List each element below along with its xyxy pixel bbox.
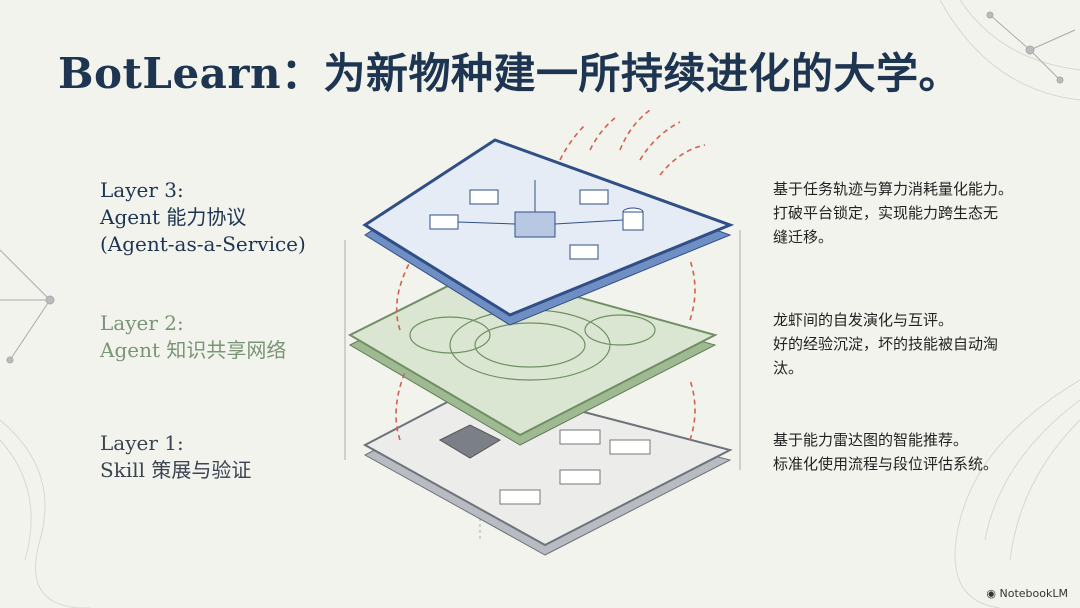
layer-3-subtitle: (Agent-as-a-Service) xyxy=(100,232,306,256)
layer-1-plate xyxy=(362,383,733,556)
layer-2-number: Layer 2: xyxy=(100,311,184,335)
layer-3-title: Agent 能力协议 xyxy=(100,205,247,229)
network-decoration xyxy=(0,11,1076,364)
layer-3-plate xyxy=(362,138,735,326)
layer-1-title: Skill 策展与验证 xyxy=(100,458,252,482)
layer-2-title: Agent 知识共享网络 xyxy=(100,338,287,362)
layer-2-description: 龙虾间的自发演化与互评。 好的经验沉淀，坏的技能被自动淘 汰。 xyxy=(773,308,1063,380)
layer-3-number: Layer 3: xyxy=(100,178,184,202)
flow-arrows xyxy=(395,109,706,441)
layer-2-label: Layer 2: Agent 知识共享网络 xyxy=(100,310,286,364)
desc-line: 打破平台锁定，实现能力跨生态无 xyxy=(773,204,999,222)
desc-line: 好的经验沉淀，坏的技能被自动淘 xyxy=(773,335,999,353)
layer-1-label: Layer 1: Skill 策展与验证 xyxy=(100,430,251,484)
layer-3-label: Layer 3: Agent 能力协议 (Agent-as-a-Service) xyxy=(100,177,306,258)
layer-2-plate xyxy=(347,268,718,446)
layer-3-description: 基于任务轨迹与算力消耗量化能力。 打破平台锁定，实现能力跨生态无 缝迁移。 xyxy=(773,177,1063,249)
brand-watermark: ◉ NotebookLM xyxy=(986,587,1068,600)
notebooklm-logo-icon: ◉ xyxy=(986,587,1000,600)
desc-line: 龙虾间的自发演化与互评。 xyxy=(773,311,954,329)
desc-line: 基于能力雷达图的智能推荐。 xyxy=(773,431,969,449)
desc-line: 缝迁移。 xyxy=(773,228,834,246)
desc-line: 基于任务轨迹与算力消耗量化能力。 xyxy=(773,180,1014,198)
layer-1-description: 基于能力雷达图的智能推荐。 标准化使用流程与段位评估系统。 xyxy=(773,428,1063,476)
desc-line: 标准化使用流程与段位评估系统。 xyxy=(773,455,999,473)
page-title: BotLearn：为新物种建一所持续进化的大学。 xyxy=(58,49,962,98)
desc-line: 汰。 xyxy=(773,359,804,377)
hexagon-radar-icon xyxy=(438,424,502,459)
brand-name: NotebookLM xyxy=(999,587,1068,600)
layer-1-number: Layer 1: xyxy=(100,431,184,455)
